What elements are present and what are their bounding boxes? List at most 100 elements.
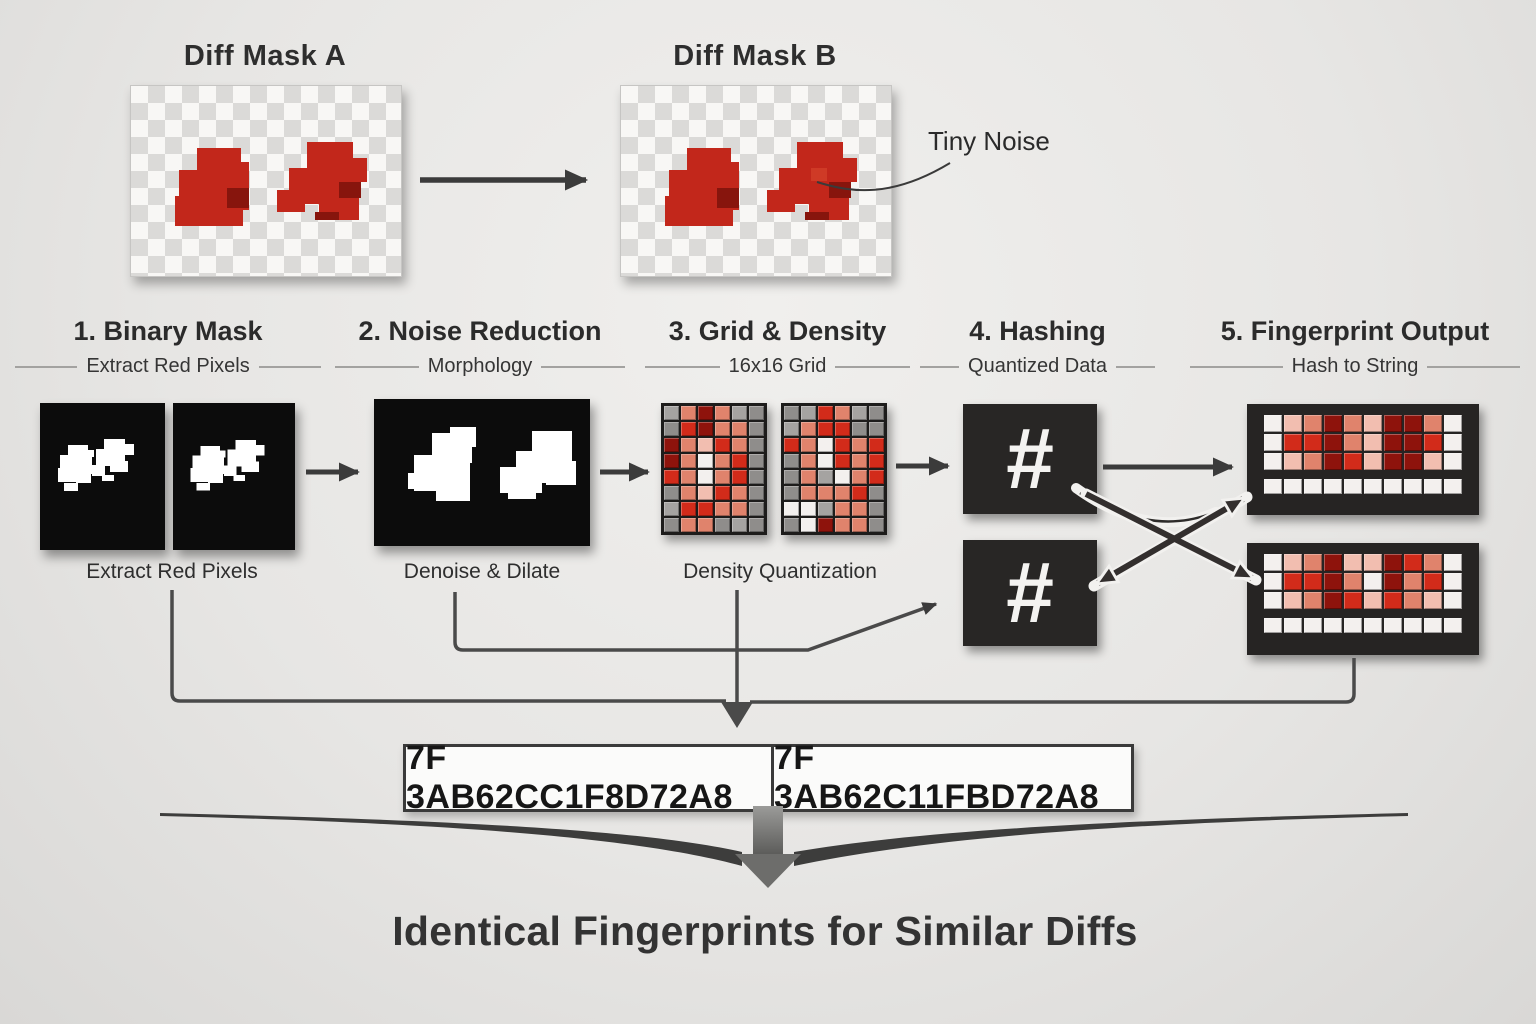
grid-cell [749,454,764,468]
grid-cell [1364,479,1382,494]
grid-cell [681,518,696,532]
fingerprint-panel-top [1247,404,1479,515]
grid-cell [801,454,816,468]
merge-arrowhead [721,702,753,728]
hash-box-bottom: # [963,540,1097,646]
grid-cell [1424,479,1442,494]
grid-cell [784,438,799,452]
cell-row [1264,554,1479,571]
stage4-title: 4. Hashing [969,316,1106,346]
grid-cell [1404,479,1422,494]
cell-row [1264,573,1479,590]
grid-cell [801,502,816,516]
grid-cell [1444,554,1462,571]
funnel-wing-right [794,813,1408,866]
cell-row [784,406,884,420]
grid-cell [698,518,713,532]
grid-cell [1264,592,1282,609]
grid-cell [852,422,867,436]
grid-cell [698,470,713,484]
grid-cell [1444,434,1462,451]
grid-cell [1344,415,1362,432]
grid-cell [1304,434,1322,451]
grid-cell [818,518,833,532]
stage1-title: 1. Binary Mask [73,316,263,346]
grid-cell [1444,479,1462,494]
grid-cell [681,470,696,484]
stage2-caption: Denoise & Dilate [403,560,561,583]
grid-cell [1364,453,1382,470]
grid-cell [818,422,833,436]
cell-row [664,502,764,516]
density-grid-b [781,403,887,535]
hash-symbol-bottom: # [1006,545,1054,641]
grid-cell [835,502,850,516]
connector-extract-to-merge [170,590,726,703]
stage5-header: 5. Fingerprint Output Hash to String [1190,316,1520,378]
stage5-title: 5. Fingerprint Output [1220,316,1490,346]
grid-cell [681,422,696,436]
grid-cell [732,454,747,468]
grid-cell [801,422,816,436]
cell-row [784,470,884,484]
grid-cell [1344,453,1362,470]
grid-cell [1424,573,1442,590]
grid-cell [749,502,764,516]
grid-cell [749,486,764,500]
grid-cell [664,470,679,484]
grid-cell [664,502,679,516]
grid-cell [835,486,850,500]
stage1-caption: Extract Red Pixels [86,560,258,583]
binary-mask-panel-b [173,403,295,550]
grid-cell [698,438,713,452]
cell-row [784,438,884,452]
morphology-panel [374,399,590,546]
grid-cell [732,502,747,516]
grid-cell [681,502,696,516]
grid-cell [784,518,799,532]
grid-cell [869,454,884,468]
morphology-blobs [408,427,576,501]
stage1-subtitle: Extract Red Pixels [86,355,250,377]
grid-cell [1424,592,1442,609]
grid-cell [715,502,730,516]
cell-row [784,486,884,500]
cell-row [784,454,884,468]
grid-cell [681,486,696,500]
grid-cell [1424,453,1442,470]
diff-mask-a-blobs [175,142,367,226]
grid-cell [1344,479,1362,494]
grid-cell [1384,592,1402,609]
grid-cell [715,422,730,436]
diff-mask-b-panel [620,85,892,277]
grid-cell [801,518,816,532]
grid-cell [1304,554,1322,571]
cell-row [664,470,764,484]
grid-cell [732,470,747,484]
grid-cell [852,406,867,420]
grid-cell [818,406,833,420]
stage3-header: 3. Grid & Density 16x16 Grid [645,316,910,378]
funnel-wing-left [160,813,742,866]
grid-cell [1324,434,1342,451]
stage2-header: 2. Noise Reduction Morphology [335,316,625,378]
grid-cell [732,422,747,436]
cell-row [1264,453,1479,470]
grid-cell [1264,434,1282,451]
grid-cell [784,470,799,484]
stage2-subtitle: Morphology [427,355,533,377]
cell-row [664,422,764,436]
grid-cell [1264,479,1282,494]
stage1-header: 1. Binary Mask Extract Red Pixels [15,316,321,378]
grid-cell [869,518,884,532]
swoosh-ribbon-edge [1079,491,1211,523]
grid-cell [1344,434,1362,451]
connector-denoise-to-hash-bottom [453,592,938,652]
grid-cell [869,470,884,484]
grid-cell [1364,554,1382,571]
grid-cell [698,486,713,500]
tiny-noise-label: Tiny Noise [928,126,1050,156]
grid-cell [1324,573,1342,590]
grid-cell [818,454,833,468]
